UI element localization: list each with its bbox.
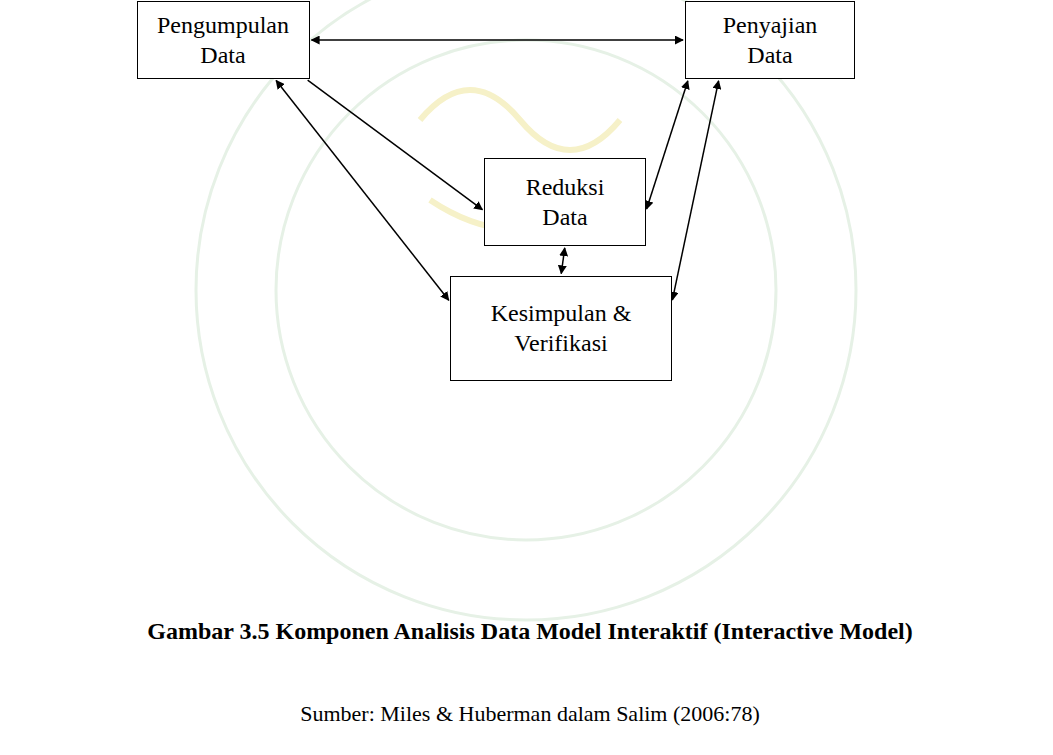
arrow-connector [276, 81, 449, 301]
process-box: Pengumpulan Data [137, 1, 310, 79]
arrow-connector [672, 81, 718, 300]
process-box: Penyajian Data [685, 1, 855, 79]
source-note: Sumber: Miles & Huberman dalam Salim (20… [110, 700, 950, 729]
process-box: Kesimpulan & Verifikasi [450, 276, 672, 381]
box-label: Penyajian Data [700, 10, 840, 70]
box-label: Kesimpulan & Verifikasi [476, 298, 646, 358]
arrow-connector [312, 39, 684, 41]
box-label: Pengumpulan Data [153, 10, 293, 70]
arrow-connector [647, 81, 688, 209]
process-box: Reduksi Data [484, 158, 646, 246]
arrow-connector [308, 80, 483, 209]
figure-caption: Gambar 3.5 Komponen Analisis Data Model … [110, 610, 950, 653]
arrow-connector [561, 248, 564, 274]
box-label: Reduksi Data [515, 172, 615, 232]
